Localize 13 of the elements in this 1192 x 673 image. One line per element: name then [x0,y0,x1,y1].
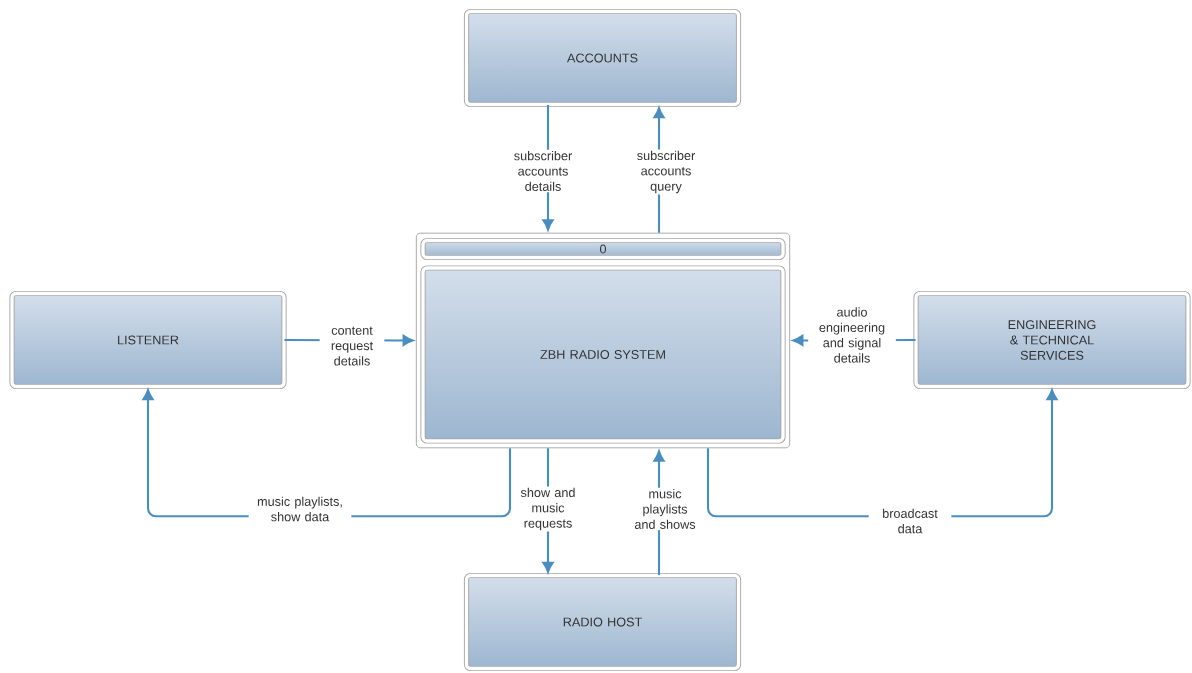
external-entity-box: ACCOUNTS [463,8,742,108]
edge-label: subscriber accounts query [627,149,705,195]
edge-label: music playlists, show data [248,495,352,523]
edge-label: broadcast data [868,507,952,535]
external-entity-box: ENGINEERING & TECHNICAL SERVICES [913,290,1191,390]
external-entity-box: LISTENER [9,290,287,390]
edge-label: audio engineering and signal details [808,306,896,364]
edge-label: subscriber accounts details [504,149,582,193]
edge-label: content request details [319,325,385,367]
process-box: 0 ZBH RADIO SYSTEM [415,232,791,449]
external-entity-box: RADIO HOST [463,572,742,672]
edge-label: show and music requests [515,486,581,532]
edge-label: music playlists and shows [632,487,698,531]
